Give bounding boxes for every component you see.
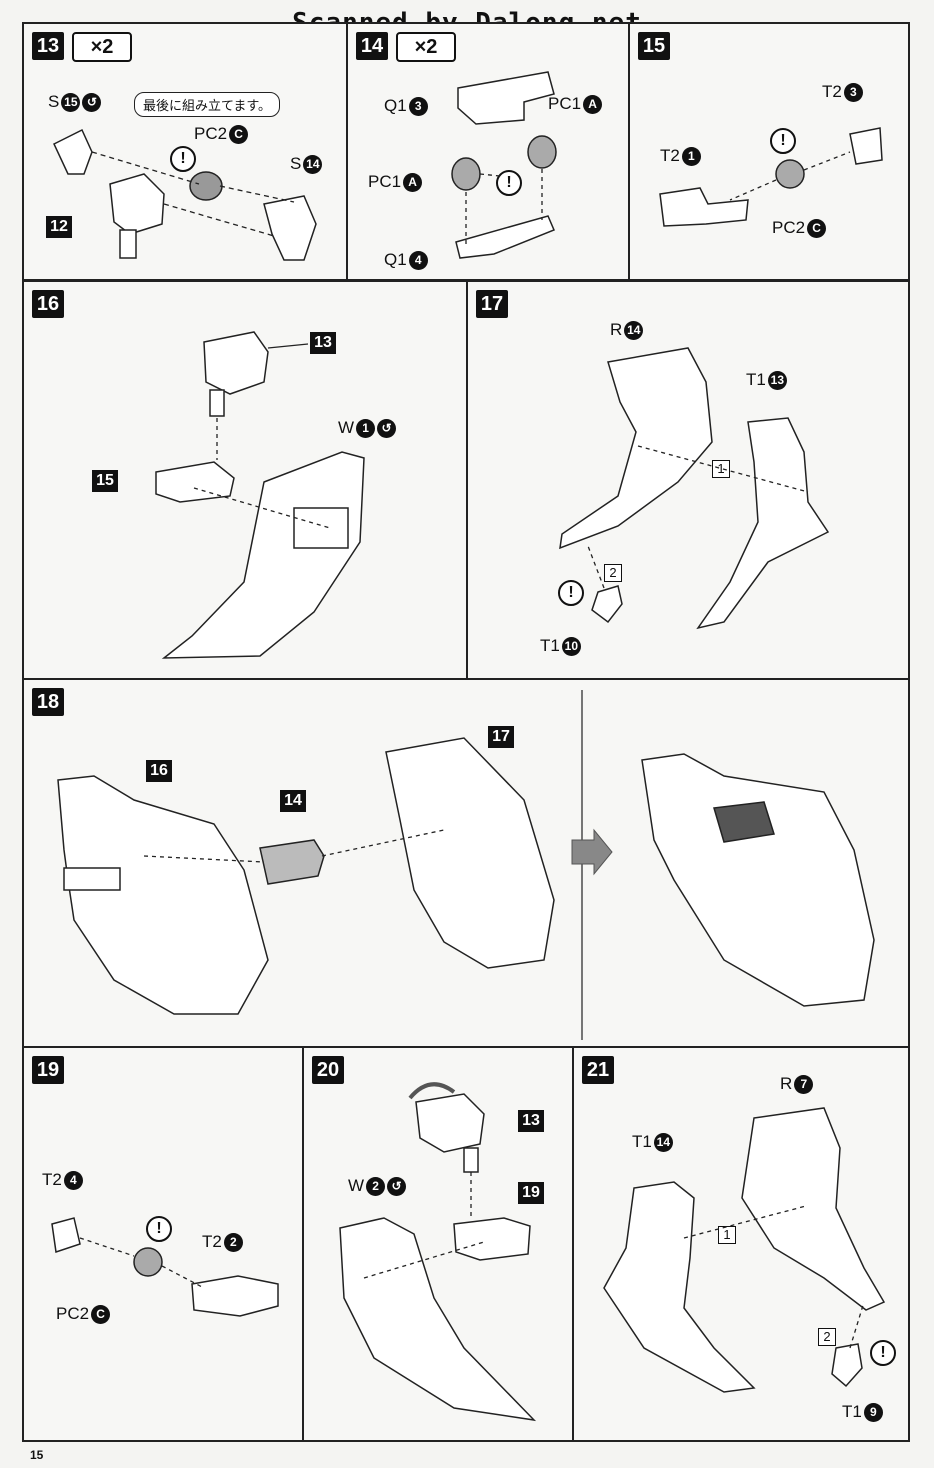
cut-icon: ↺ — [387, 1176, 407, 1196]
caution-icon: ! — [770, 128, 796, 154]
step-18-parts-drawing — [57, 690, 875, 1040]
step-19-parts-drawing — [51, 1217, 279, 1317]
assembly-note: 最後に組み立てます。 — [134, 92, 281, 117]
order-marker-1: 1 — [718, 1226, 736, 1244]
step-18-panel: 18 16 14 17 — [22, 678, 910, 1048]
step-16-parts-drawing — [155, 331, 365, 659]
step-14-parts-drawing — [451, 71, 557, 259]
step-13-parts-drawing — [53, 128, 317, 261]
step-ref-16: 16 — [146, 760, 172, 782]
step-14-number: 14 — [356, 32, 388, 60]
order-marker-2: 2 — [818, 1328, 836, 1346]
caution-icon: ! — [870, 1340, 896, 1366]
page-number: 15 — [30, 1448, 44, 1462]
caution-icon: ! — [170, 146, 196, 172]
step-ref-15: 15 — [92, 470, 118, 492]
step-ref-12: 12 — [46, 216, 72, 238]
step-17-number: 17 — [476, 290, 508, 318]
step-ref-17: 17 — [488, 726, 514, 748]
caution-icon: ! — [146, 1216, 172, 1242]
caution-icon: ! — [496, 170, 522, 196]
step-ref-19: 19 — [518, 1182, 544, 1204]
order-marker-1: 1 — [712, 460, 730, 478]
step-15-parts-drawing — [659, 127, 883, 227]
cut-icon: ↺ — [377, 418, 397, 438]
step-19-number: 19 — [32, 1056, 64, 1084]
order-marker-2: 2 — [604, 564, 622, 582]
step-ref-13: 13 — [310, 332, 336, 354]
step-15-number: 15 — [638, 32, 670, 60]
caution-icon: ! — [558, 580, 584, 606]
step-16-number: 16 — [32, 290, 64, 318]
step-ref-14: 14 — [280, 790, 306, 812]
step-13-multiplier: ×2 — [72, 32, 132, 62]
cut-icon: ↺ — [82, 92, 102, 112]
step-ref-13: 13 — [518, 1110, 544, 1132]
step-21-parts-drawing — [603, 1107, 886, 1393]
step-20-number: 20 — [312, 1056, 344, 1084]
step-14-multiplier: ×2 — [396, 32, 456, 62]
step-17-parts-drawing — [559, 347, 830, 630]
step-21-number: 21 — [582, 1056, 614, 1084]
step-18-number: 18 — [32, 688, 64, 716]
step-20-parts-drawing — [339, 1082, 537, 1422]
step-13-number: 13 — [32, 32, 64, 60]
